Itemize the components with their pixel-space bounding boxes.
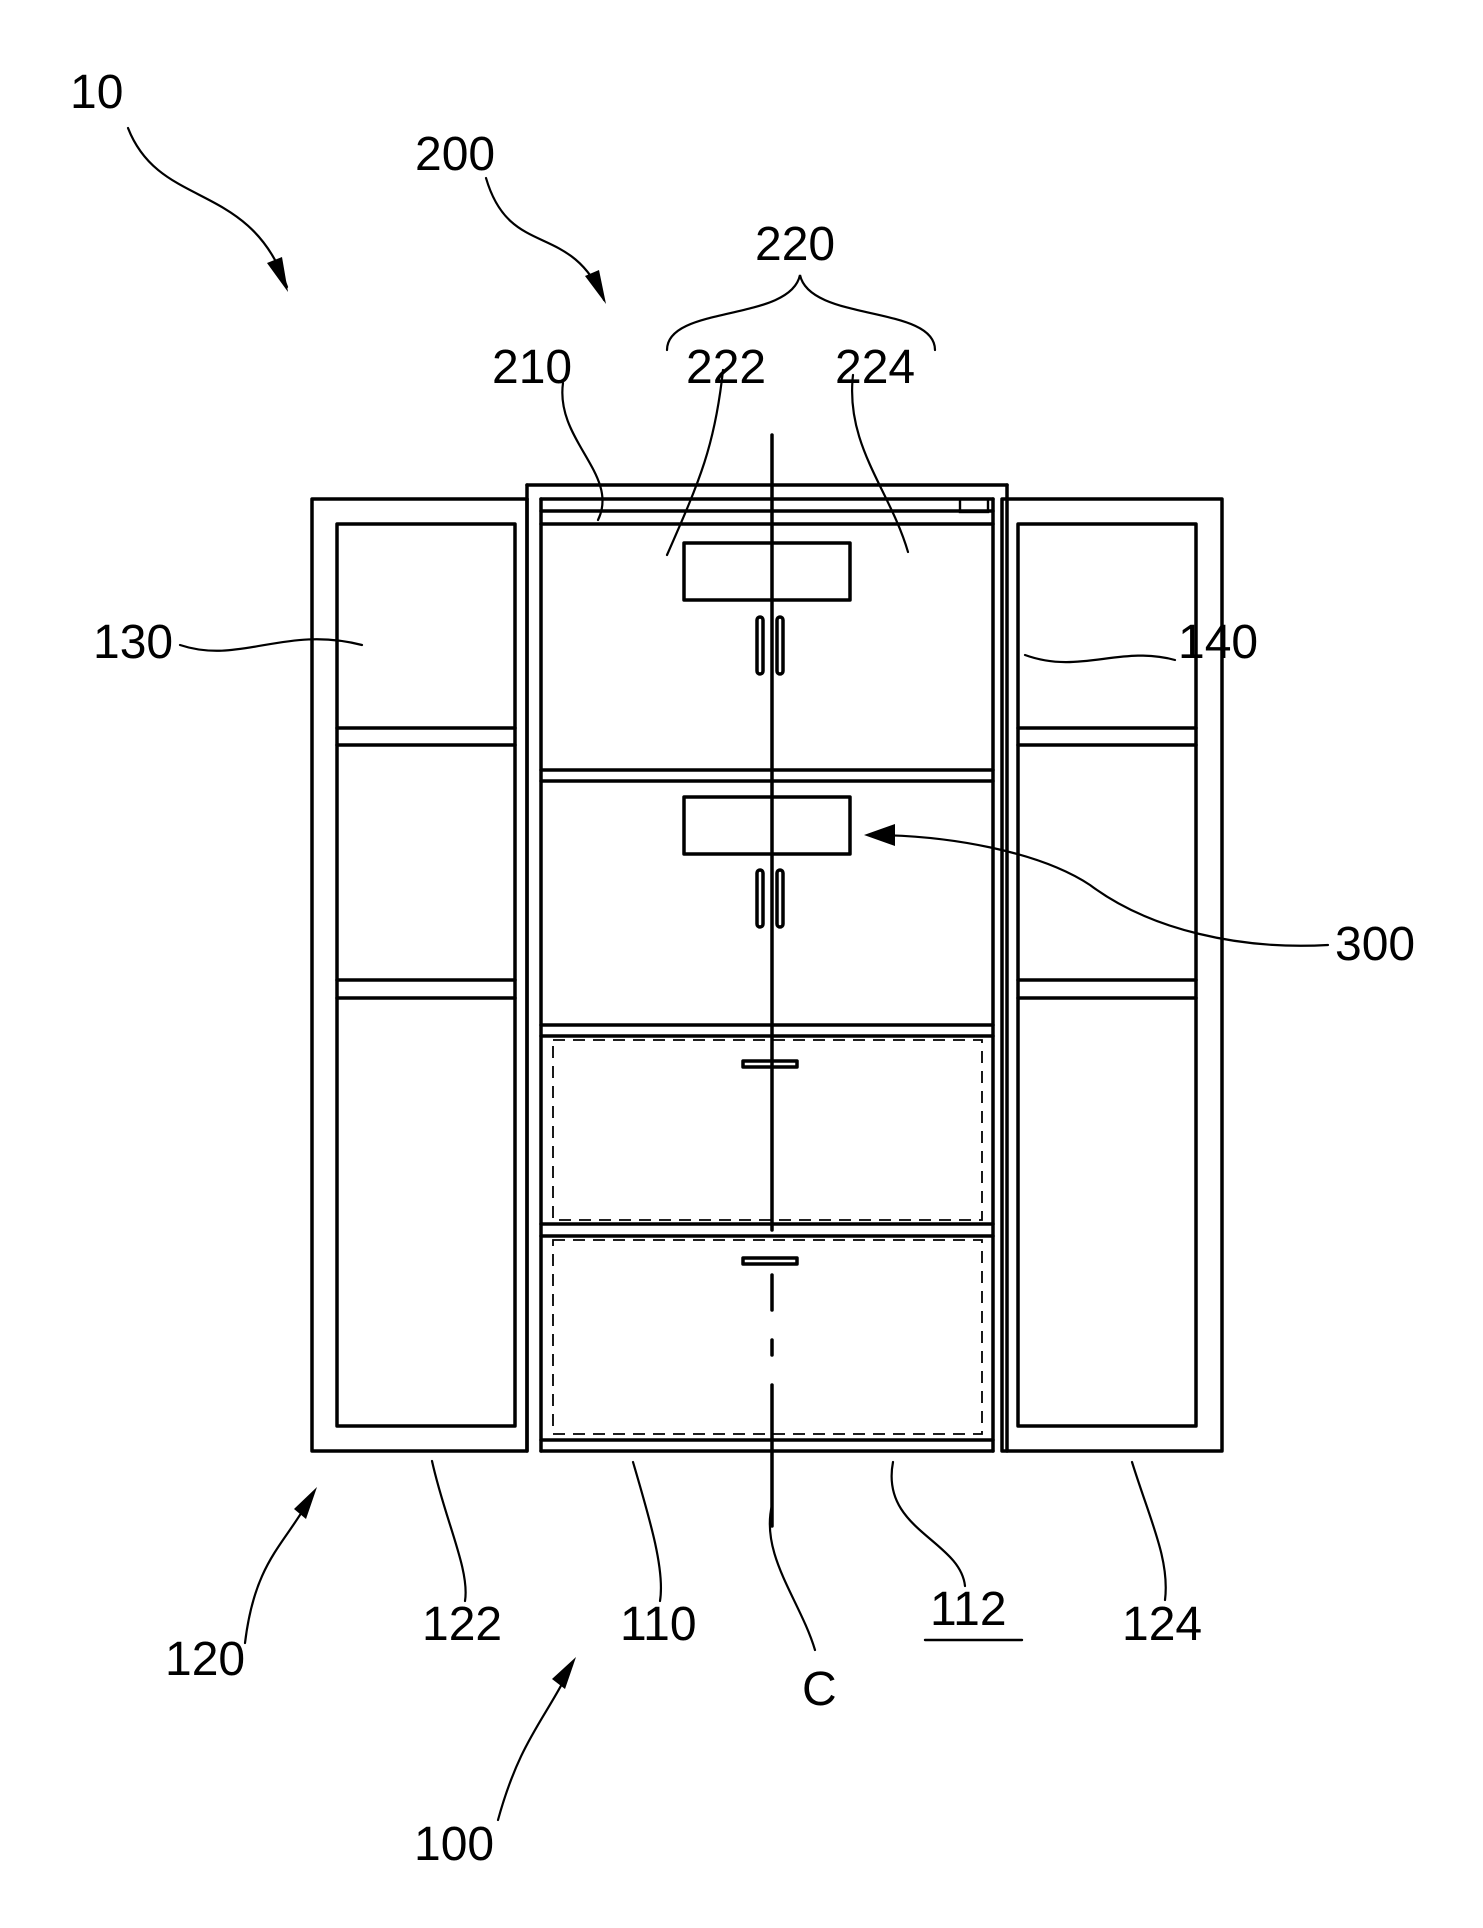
label-124: 124 — [1122, 1598, 1202, 1651]
label-300: 300 — [1335, 918, 1415, 971]
label-122: 122 — [422, 1598, 502, 1651]
label-224: 224 — [835, 341, 915, 394]
upper-french-doors — [539, 541, 995, 1038]
label-200: 200 — [415, 128, 495, 181]
label-112: 112 — [930, 1583, 1007, 1636]
label-222: 222 — [686, 341, 766, 394]
center-cabinet — [525, 483, 1009, 1453]
label-110: 110 — [620, 1598, 697, 1651]
label-140: 140 — [1178, 616, 1258, 669]
reference-labels: 10 200 220 210 222 224 130 140 300 120 1… — [70, 66, 1415, 1871]
right-side-door — [1000, 497, 1224, 1453]
lower-drawers — [539, 1039, 995, 1435]
label-210: 210 — [492, 341, 572, 394]
label-220: 220 — [755, 218, 835, 271]
leader-lines — [126, 126, 1330, 1822]
label-130: 130 — [93, 616, 173, 669]
label-100: 100 — [414, 1818, 494, 1871]
label-C: C — [802, 1663, 837, 1716]
label-10: 10 — [70, 66, 123, 119]
label-120: 120 — [165, 1633, 245, 1686]
